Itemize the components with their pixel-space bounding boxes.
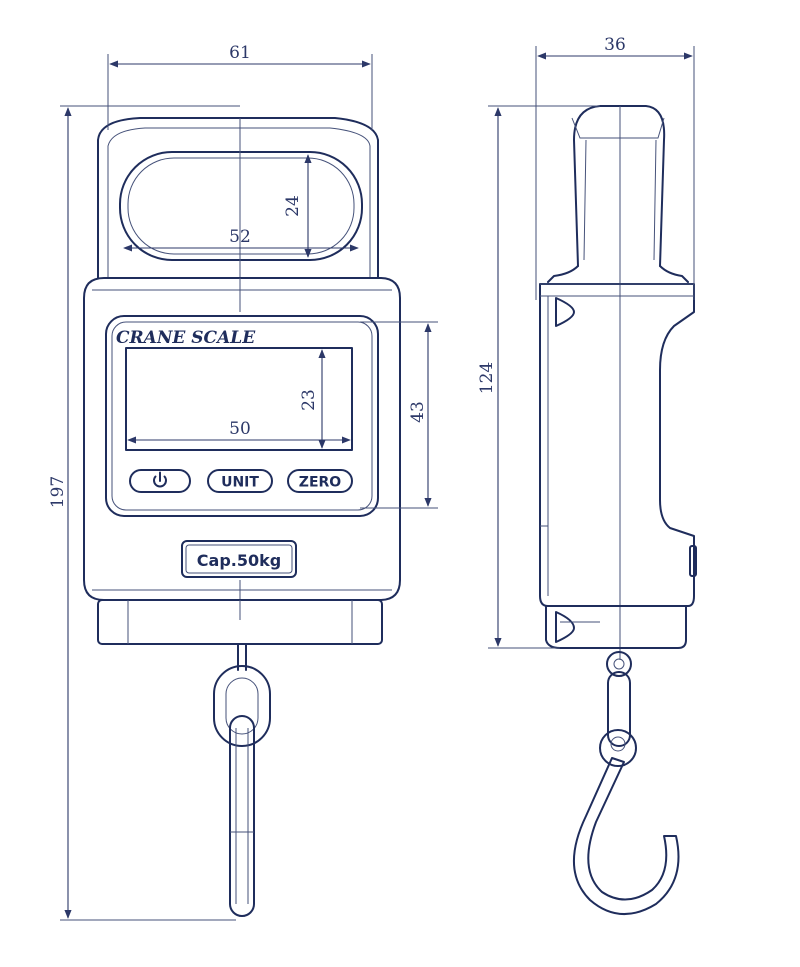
scale-body — [83, 277, 401, 601]
handle-opening — [119, 151, 363, 261]
unit-button[interactable]: UNIT — [207, 469, 273, 493]
side-oval-upper — [555, 297, 575, 327]
capacity-label: Cap.50kg — [197, 551, 281, 570]
dim-handle-opening-width: 52 — [229, 227, 251, 247]
dim-total-height: 197 — [48, 476, 68, 508]
dim-handle-opening-height: 24 — [283, 195, 303, 217]
display-panel: CRANE SCALE — [105, 315, 379, 517]
brand-label: CRANE SCALE — [116, 328, 256, 348]
lcd-screen — [125, 347, 353, 451]
dim-side-body-height: 124 — [477, 362, 497, 394]
side-body — [539, 283, 695, 607]
side-view — [539, 105, 697, 916]
capacity-badge: Cap.50kg — [181, 540, 297, 578]
side-dimensions: 36 124 — [477, 35, 695, 649]
dim-display-height: 23 — [299, 389, 319, 411]
zero-button[interactable]: ZERO — [287, 469, 353, 493]
chain — [213, 643, 271, 917]
chain-link-upper — [213, 665, 271, 747]
dim-total-width: 61 — [229, 43, 251, 63]
unit-button-label: UNIT — [221, 475, 259, 491]
power-button[interactable] — [129, 469, 191, 493]
power-icon — [153, 471, 167, 488]
bottom-collar — [97, 599, 383, 645]
hook — [573, 651, 680, 916]
dim-side-depth: 36 — [604, 35, 626, 55]
chain-link-lower — [229, 715, 255, 917]
front-dimensions: 61 24 52 23 50 43 197 — [48, 43, 438, 921]
dim-panel-height: 43 — [408, 401, 428, 423]
handle — [97, 117, 379, 279]
front-view: CRANE SCALE UNIT ZERO Cap.50kg — [83, 117, 401, 917]
zero-button-label: ZERO — [299, 475, 341, 491]
side-handle — [573, 105, 666, 267]
dim-display-width: 50 — [229, 419, 251, 439]
side-oval-lower — [555, 611, 575, 643]
